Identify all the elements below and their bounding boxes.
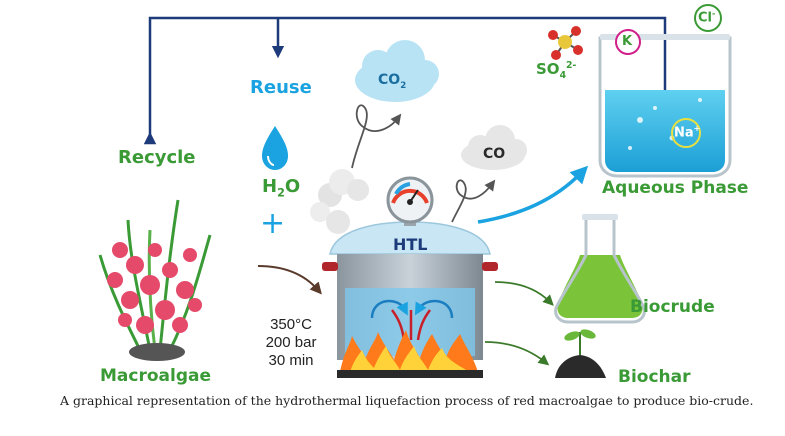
arrow-to-reactor bbox=[257, 265, 322, 295]
potassium-ion-icon bbox=[615, 29, 641, 55]
time-condition: 30 min bbox=[268, 352, 314, 369]
biocrude-label: Biocrude bbox=[630, 297, 715, 317]
steam-icon bbox=[310, 169, 369, 234]
sulfate-label: SO42- bbox=[536, 60, 577, 81]
co-cloud-icon bbox=[461, 125, 527, 170]
sodium-ion-icon bbox=[671, 118, 701, 148]
htl-diagram: Recycle Reuse CO2 CO H2O + HTL 350°C 200… bbox=[98, 4, 749, 387]
arrow-to-co2 bbox=[351, 104, 402, 169]
arrow-to-co bbox=[451, 179, 496, 223]
flask-icon bbox=[554, 214, 646, 324]
beaker-icon bbox=[598, 34, 732, 178]
potassium-label: K bbox=[622, 34, 633, 49]
water-drop-icon bbox=[262, 126, 288, 170]
reuse-label: Reuse bbox=[250, 77, 312, 98]
reaction-conditions: 350°C 200 bar 30 min bbox=[256, 316, 326, 370]
co2-cloud-icon bbox=[355, 40, 439, 102]
htl-label: HTL bbox=[393, 235, 428, 254]
macroalgae-label: Macroalgae bbox=[100, 366, 211, 386]
arrow-to-biochar bbox=[484, 341, 550, 366]
sodium-label: Na+ bbox=[674, 124, 701, 141]
biochar-label: Biochar bbox=[618, 367, 691, 387]
water-label: H2O bbox=[262, 176, 301, 200]
aqueous-phase-label: Aqueous Phase bbox=[602, 178, 749, 198]
chloride-label: Cl- bbox=[698, 9, 716, 26]
co-label: CO bbox=[483, 146, 506, 162]
arrow-to-aqueous bbox=[477, 165, 589, 224]
biochar-icon bbox=[555, 329, 606, 378]
recycle-loop bbox=[143, 16, 667, 145]
drop-shine bbox=[267, 155, 275, 166]
temperature-condition: 350°C bbox=[270, 316, 312, 333]
co2-label: CO2 bbox=[378, 72, 407, 91]
arrow-to-biocrude bbox=[494, 281, 554, 306]
figure-caption: A graphical representation of the hydrot… bbox=[60, 393, 754, 408]
chloride-ion-icon bbox=[694, 4, 722, 32]
pressure-condition: 200 bar bbox=[265, 334, 317, 351]
diagram-canvas bbox=[98, 4, 732, 378]
molecule-icon bbox=[548, 26, 583, 60]
recycle-label: Recycle bbox=[118, 147, 196, 168]
fire-icon bbox=[337, 330, 483, 378]
algae-icon bbox=[98, 199, 212, 361]
pressure-gauge-icon bbox=[386, 176, 434, 226]
plus-sign: + bbox=[260, 206, 286, 241]
